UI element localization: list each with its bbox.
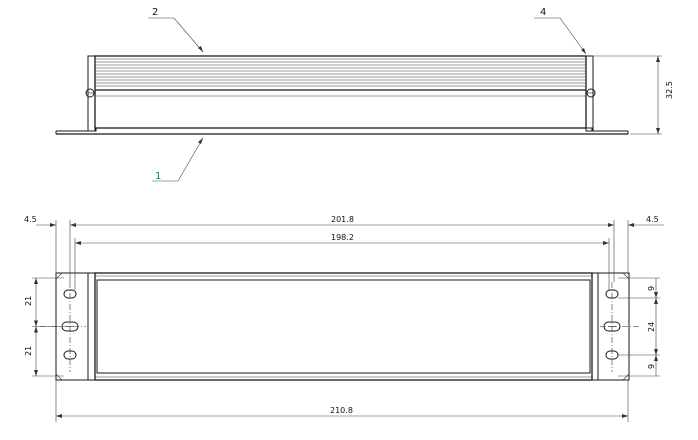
dim-left-lower: 21 — [24, 346, 33, 356]
dim-right-offset: 4.5 — [646, 215, 659, 224]
housing-panel — [96, 279, 591, 374]
housing-top — [94, 272, 593, 381]
dim-body-length: 198.2 — [331, 233, 354, 242]
label-part-4: 4 — [540, 7, 546, 18]
leader-2 — [148, 17, 204, 53]
dim-left-offset: 4.5 — [24, 215, 37, 224]
dim-right-top: 9 — [647, 286, 656, 291]
leader-1 — [152, 137, 204, 182]
dim-height: 32.5 — [665, 81, 674, 99]
dim-total-length: 210.8 — [330, 406, 353, 415]
dim-inner-length: 201.8 — [331, 215, 354, 224]
base-plate — [55, 272, 630, 381]
label-part-1: 1 — [155, 171, 161, 182]
label-part-2: 2 — [152, 7, 158, 18]
top-view: 4.5 4.5 201.8 198.2 210.8 21 21 — [24, 215, 664, 422]
dim-left-upper: 21 — [24, 296, 33, 306]
dim-right-bottom: 9 — [647, 364, 656, 369]
housing-body — [94, 55, 587, 129]
leader-4 — [534, 17, 587, 55]
heatsink-fins — [95, 58, 586, 87]
side-view: 2 4 1 32.5 — [55, 7, 674, 182]
dim-right-middle: 24 — [647, 322, 656, 332]
